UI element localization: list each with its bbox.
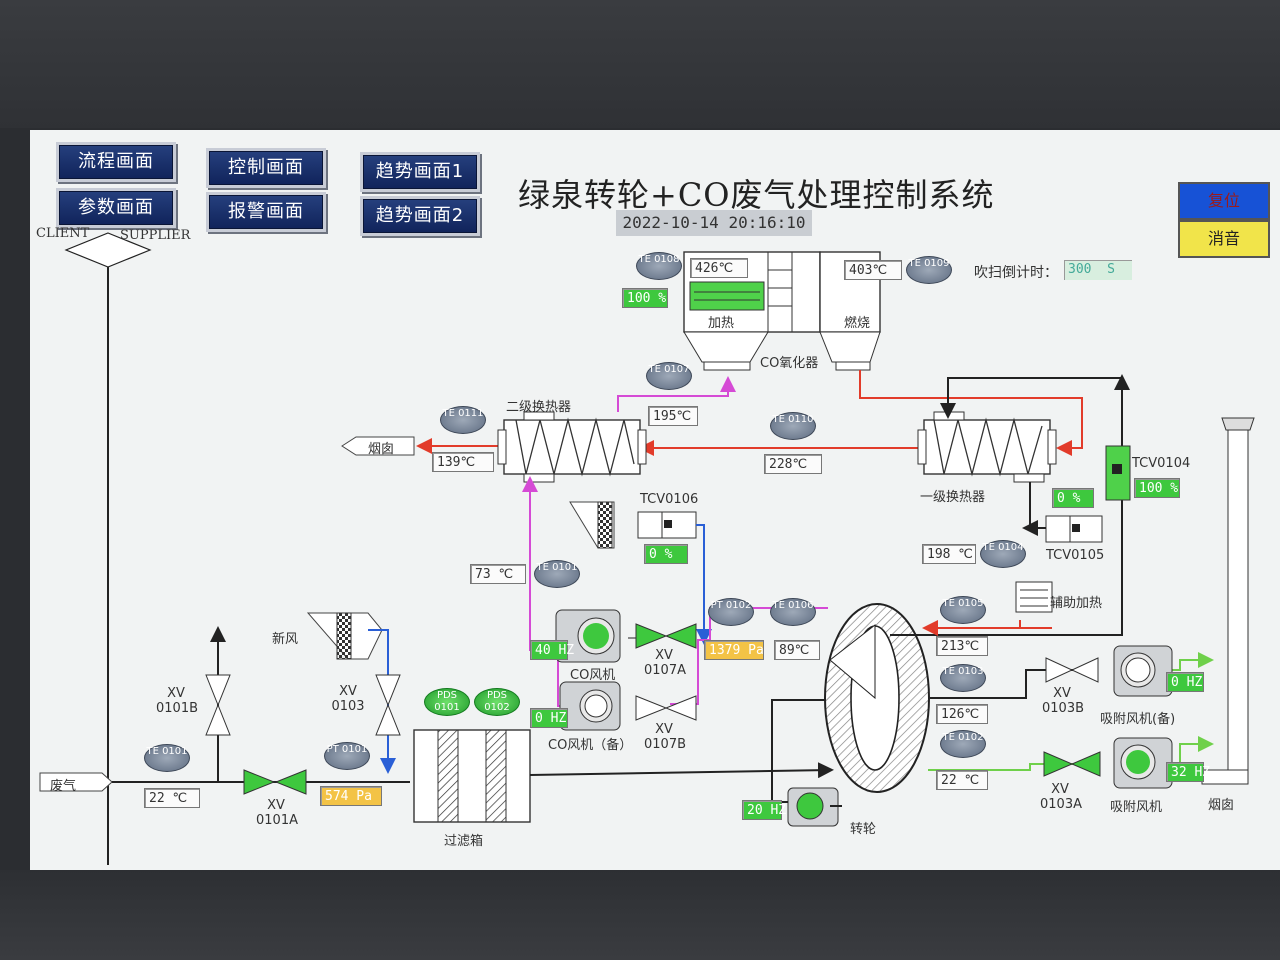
te0107-value: 195℃	[648, 406, 698, 426]
te0101-inlet-value: 22 ℃	[144, 788, 200, 808]
xv0107a-label: XV 0107A	[644, 648, 686, 678]
pds0102-tag[interactable]: PDS 0102	[474, 688, 520, 716]
te0105-tag[interactable]: TE 0105	[940, 596, 986, 624]
xv0103a-label: XV 0103A	[1040, 782, 1082, 812]
ads-fan	[1113, 737, 1173, 789]
nav-alarm-button[interactable]: 报警画面	[206, 192, 326, 232]
nav-trend1-button[interactable]: 趋势画面1	[360, 152, 480, 192]
fresh-air-filter	[336, 612, 352, 660]
purge-countdown-label: 吹扫倒计时：	[974, 265, 1058, 281]
ads-fan-label: 吸附风机	[1110, 800, 1163, 815]
tcv0105-output-value: 0 %	[1052, 488, 1094, 508]
client-supplier-marker	[64, 232, 152, 268]
monitor-bezel-top	[0, 0, 1280, 128]
datetime-display: 2022-10-14 20:16:10	[616, 210, 812, 236]
te0105-value: 213℃	[936, 636, 988, 656]
heater-output-value: 100 %	[622, 288, 668, 308]
te0104-value: 198 ℃	[922, 544, 976, 564]
pt0101-value: 574 Pa	[320, 786, 382, 806]
chimney-right-label: 烟囱	[1208, 798, 1235, 813]
co-fan	[555, 609, 621, 663]
filter-box	[413, 729, 531, 823]
rotor-fan	[787, 787, 839, 827]
te0101-loop-value: 73 ℃	[470, 564, 526, 584]
monitor-bezel-bottom	[0, 870, 1280, 960]
chimney-left-arrow	[341, 436, 415, 456]
ads-fan-standby-frequency: 0 HZ	[1166, 672, 1204, 692]
client-label: CLIENT	[36, 226, 90, 241]
rotor-fan-frequency: 20 HZ	[742, 800, 786, 820]
te0109-value: 403℃	[844, 260, 902, 280]
xv0103-label: XV 0103	[331, 684, 365, 714]
tcv0106-label: TCV0106	[640, 492, 699, 507]
exhaust-inlet-arrow	[39, 772, 113, 792]
heat-exchanger-1	[923, 419, 1051, 475]
nav-control-button[interactable]: 控制画面	[206, 148, 326, 188]
te0109-tag[interactable]: TE 0109	[906, 256, 952, 284]
te0111-value: 139℃	[432, 452, 494, 472]
nav-process-button[interactable]: 流程画面	[56, 142, 176, 182]
hx1-label: 一级换热器	[920, 490, 986, 505]
xv0101a-label: XV 0101A	[256, 798, 298, 828]
co-fan-frequency: 40 HZ	[530, 640, 574, 660]
te0108-tag[interactable]: TE 0108	[636, 252, 682, 280]
pt0102-value: 1379 Pa	[704, 640, 764, 660]
xv0107b-label: XV 0107B	[644, 722, 687, 752]
co-fan-label: CO风机	[570, 668, 616, 683]
chimney-left-label: 烟囱	[368, 442, 395, 457]
purge-countdown-value: 300 S	[1064, 260, 1132, 280]
aux-heat-label: 辅助加热	[1050, 596, 1103, 611]
filter-box-label: 过滤箱	[444, 834, 484, 849]
reset-button[interactable]: 复位	[1178, 182, 1270, 220]
aux-heater	[1015, 581, 1053, 613]
co-fan-standby-label: CO风机（备）	[548, 738, 633, 753]
pds0101-tag[interactable]: PDS 0101	[424, 688, 470, 716]
co-fan-standby	[559, 681, 621, 731]
tcv0105-label: TCV0105	[1046, 548, 1105, 563]
ads-fan-standby	[1113, 645, 1173, 697]
te0102-tag[interactable]: TE 0102	[940, 730, 986, 758]
co-heater-element	[689, 281, 765, 311]
te0111-tag[interactable]: TE 0111	[440, 406, 486, 434]
page-title: 绿泉转轮+CO废气处理控制系统	[518, 176, 995, 214]
tcv0104-label: TCV0104	[1132, 456, 1191, 471]
rotor-label: 转轮	[850, 822, 877, 837]
te0101-loop-tag[interactable]: TE 0101	[534, 560, 580, 588]
te0108-value: 426℃	[690, 258, 748, 278]
heating-label: 加热	[708, 316, 735, 331]
te0103-tag[interactable]: TE 0103	[940, 664, 986, 692]
mute-button[interactable]: 消音	[1178, 220, 1270, 258]
te0107-tag[interactable]: TE 0107	[646, 362, 692, 390]
te0106-value: 89℃	[774, 640, 820, 660]
ads-fan-standby-label: 吸附风机(备)	[1100, 712, 1176, 727]
combustion-label: 燃烧	[844, 316, 871, 331]
supplier-label: SUPPLIER	[120, 228, 191, 243]
chimney-right	[1227, 417, 1249, 777]
ads-fan-frequency: 32 HZ	[1166, 762, 1210, 782]
te0102-value: 22 ℃	[936, 770, 988, 790]
tcv0106-output-value: 0 %	[644, 544, 688, 564]
nav-trend2-button[interactable]: 趋势画面2	[360, 196, 480, 236]
te0101-inlet-tag[interactable]: TE 0101	[144, 744, 190, 772]
te0103-value: 126℃	[936, 704, 988, 724]
pt0101-tag[interactable]: PT 0101	[324, 742, 370, 770]
hmi-screen: 流程画面 控制画面 趋势画面1 参数画面 报警画面 趋势画面2 绿泉转轮+CO废…	[30, 130, 1280, 870]
pt0102-tag[interactable]: PT 0102	[708, 598, 754, 626]
hx2-label: 二级换热器	[506, 400, 572, 415]
tcv0104-output-value: 100 %	[1134, 478, 1180, 498]
te0106-tag[interactable]: TE 0106	[770, 598, 816, 626]
co-oxidizer-label: CO氧化器	[760, 356, 819, 371]
te0110-value: 228℃	[764, 454, 822, 474]
te0110-tag[interactable]: TE 0110	[770, 412, 816, 440]
nav-params-button[interactable]: 参数画面	[56, 188, 176, 228]
xv0101b-label: XV 0101B	[156, 686, 199, 716]
co-fan-standby-frequency: 0 HZ	[530, 708, 568, 728]
xv0103b-label: XV 0103B	[1042, 686, 1085, 716]
te0104-tag[interactable]: TE 0104	[980, 540, 1026, 568]
fresh-air-label: 新风	[272, 632, 299, 647]
exhaust-label: 废气	[50, 779, 77, 794]
